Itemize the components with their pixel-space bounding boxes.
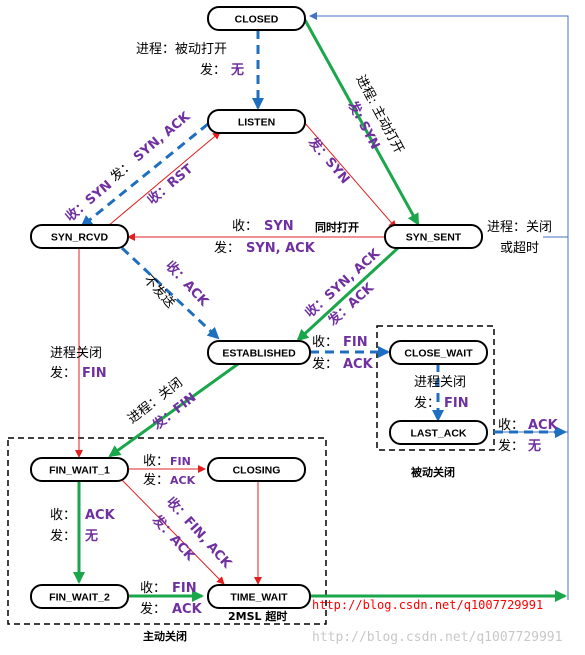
label-fw1-ack-recv-value: ACK bbox=[85, 508, 116, 523]
arrow-synrcvd-to-established bbox=[120, 246, 220, 340]
label-la-send2-value: 无 bbox=[527, 439, 541, 454]
label-close-or-timeout-2: 或超时 bbox=[500, 241, 539, 256]
label-close-or-timeout-1: 进程：关闭 bbox=[487, 220, 552, 235]
arrow-synsent-to-established bbox=[296, 246, 400, 342]
state-syn-sent: SYN_SENT bbox=[384, 224, 483, 249]
state-time-wait: TIME_WAIT bbox=[207, 584, 311, 609]
label-active-close: 主动关闭 bbox=[143, 629, 187, 643]
state-syn-rcvd: SYN_RCVD bbox=[30, 224, 129, 249]
label-la-send: 发： bbox=[414, 395, 440, 411]
label-la-recv-value: ACK bbox=[528, 418, 559, 433]
state-fin-wait-1: FIN_WAIT_1 bbox=[30, 457, 129, 482]
label-fw2-send-value: ACK bbox=[172, 602, 203, 617]
svg-text:FIN_WAIT_2: FIN_WAIT_2 bbox=[49, 592, 110, 604]
svg-text:ESTABLISHED: ESTABLISHED bbox=[222, 348, 296, 360]
svg-text:CLOSED: CLOSED bbox=[235, 14, 279, 26]
watermark-url-red: http://blog.csdn.net/q1007729991 bbox=[312, 598, 543, 612]
arrow-finwait1-to-timewait bbox=[121, 479, 225, 585]
state-established: ESTABLISHED bbox=[207, 340, 311, 365]
label-recv-rst: 收：RST bbox=[144, 161, 196, 208]
state-fin-wait-2: FIN_WAIT_2 bbox=[30, 584, 129, 609]
svg-text:TIME_WAIT: TIME_WAIT bbox=[230, 592, 288, 604]
label-simul-send-value: SYN, ACK bbox=[246, 241, 316, 256]
label-passive-send-value: 无 bbox=[230, 63, 244, 78]
label-fw1-send: 发： bbox=[143, 472, 169, 488]
label-passive-send: 发： bbox=[200, 62, 226, 78]
label-la-proc: 进程关闭 bbox=[414, 375, 466, 390]
svg-text:LAST_ACK: LAST_ACK bbox=[410, 428, 466, 440]
label-passive-open: 进程：被动打开 bbox=[136, 42, 227, 57]
label-fw2-send: 发： bbox=[140, 601, 166, 617]
label-listen-send-syn: 发：SYN bbox=[304, 134, 353, 188]
label-la-send-value: FIN bbox=[444, 396, 469, 411]
arrow-synrcvd-to-listen bbox=[107, 131, 221, 227]
label-cw-recv-value: FIN bbox=[343, 335, 368, 350]
active-close-box bbox=[7, 437, 327, 625]
watermark-url-grey: http://blog.csdn.net/q1007729991 bbox=[312, 630, 562, 645]
arrow-closed-to-synsent bbox=[303, 19, 420, 226]
state-closed: CLOSED bbox=[207, 6, 306, 31]
label-fw1-ack-send: 发： bbox=[50, 528, 76, 544]
passive-close-box bbox=[376, 325, 495, 451]
svg-text:LISTEN: LISTEN bbox=[238, 117, 275, 129]
label-fw1-recv-value: FIN bbox=[170, 455, 191, 468]
label-la-recv: 收： bbox=[498, 418, 524, 433]
label-recv-syn: 收：SYN bbox=[62, 177, 115, 225]
state-close-wait: CLOSE_WAIT bbox=[389, 340, 488, 365]
label-cw-send-value: ACK bbox=[343, 357, 374, 372]
state-last-ack: LAST_ACK bbox=[389, 420, 488, 445]
arrow-established-to-finwait1 bbox=[108, 362, 239, 458]
svg-text:FIN_WAIT_1: FIN_WAIT_1 bbox=[49, 465, 110, 477]
label-send: 发： bbox=[107, 156, 137, 185]
arrow-listen-to-synsent bbox=[303, 121, 397, 229]
label-passive-close: 被动关闭 bbox=[411, 465, 455, 479]
label-fw2-recv-value: FIN bbox=[172, 581, 197, 596]
label-send-synack: SYN, ACK bbox=[131, 109, 194, 165]
label-simul-open: 同时打开 bbox=[315, 220, 359, 234]
label-fw2-recv: 收： bbox=[140, 581, 166, 596]
svg-text:CLOSING: CLOSING bbox=[233, 465, 281, 477]
label-fw1-recv: 收： bbox=[143, 454, 169, 469]
label-la-send2: 发： bbox=[498, 438, 524, 454]
svg-text:SYN_SENT: SYN_SENT bbox=[406, 232, 462, 244]
label-proc-close-send: 发： bbox=[50, 365, 76, 381]
label-2msl-timeout: 2MSL 超时 bbox=[228, 609, 287, 623]
label-simul-recv: 收： bbox=[232, 219, 258, 234]
arrow-listen-to-synrcvd bbox=[80, 122, 209, 228]
state-listen: LISTEN bbox=[207, 109, 306, 134]
label-cw-recv: 收： bbox=[312, 335, 338, 350]
timeout-return-line bbox=[309, 12, 569, 238]
label-simul-recv-value: SYN bbox=[264, 219, 294, 234]
state-closing: CLOSING bbox=[207, 457, 306, 482]
label-fw1-ack-send-value: 无 bbox=[84, 529, 98, 544]
svg-text:SYN_RCVD: SYN_RCVD bbox=[51, 232, 109, 244]
label-cw-send: 发： bbox=[312, 356, 338, 372]
label-simul-send: 发： bbox=[214, 240, 240, 256]
svg-text:CLOSE_WAIT: CLOSE_WAIT bbox=[404, 348, 473, 360]
label-fw1-send-value: ACK bbox=[170, 474, 196, 487]
label-fw1-ack-recv: 收： bbox=[50, 508, 76, 523]
label-proc-close-send-value: FIN bbox=[82, 366, 107, 381]
label-proc-close: 进程关闭 bbox=[50, 346, 102, 361]
